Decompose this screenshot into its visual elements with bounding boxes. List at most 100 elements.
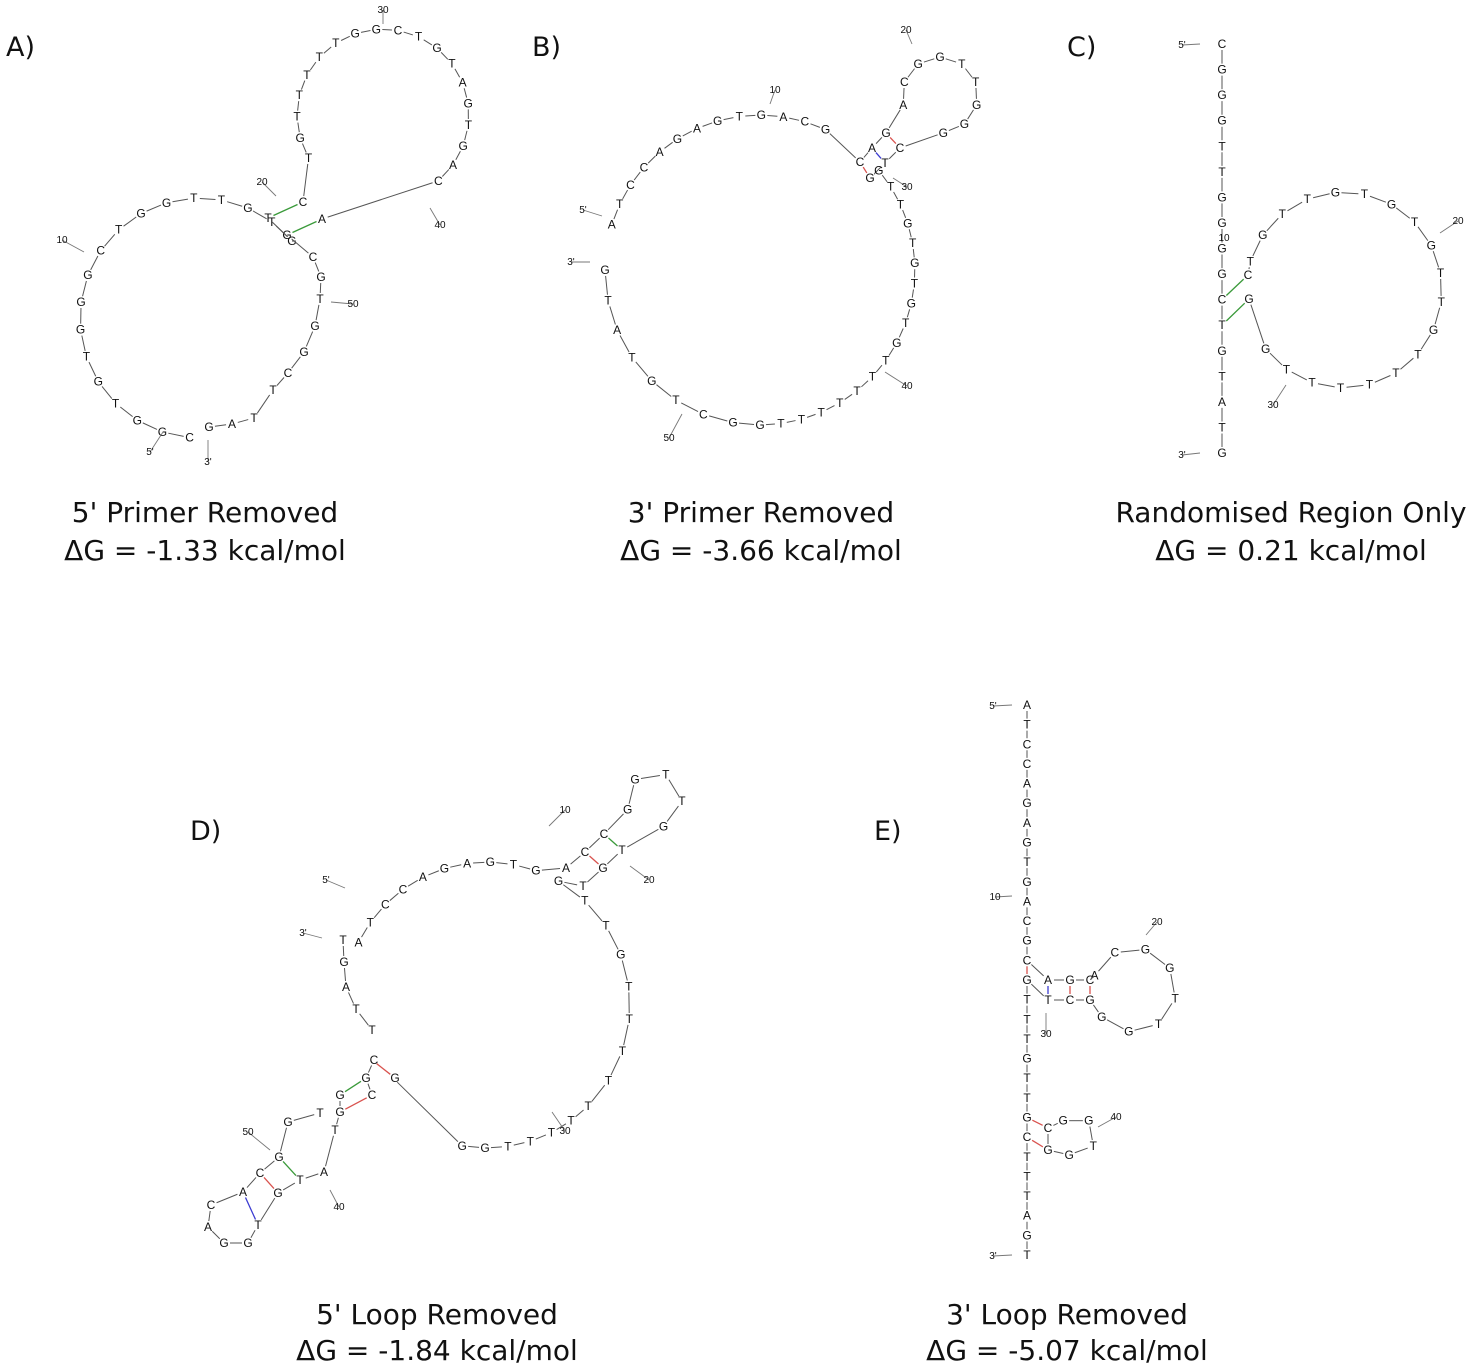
panel-b-backbone [965, 68, 973, 78]
panel-b-backbone [789, 117, 800, 121]
panel-d-energy: ΔG = -1.84 kcal/mol [296, 1334, 578, 1367]
panel-a-num-label: 10 [56, 235, 68, 246]
panel-c-energy: ΔG = 0.21 kcal/mol [1155, 534, 1427, 567]
panel-e-backbone [1120, 949, 1140, 953]
panel-b-nucleotide-down: T [897, 197, 905, 211]
panel-e-nucleotide-stem: T [1023, 718, 1031, 732]
panel-b-nucleotide-helix: G [865, 171, 874, 185]
panel-a-backbone [300, 80, 306, 90]
panel-d-base-pair [376, 1063, 391, 1075]
panel-a-backbone [227, 201, 243, 207]
panel-d-backbone [396, 1081, 459, 1142]
panel-b-nucleotide-arc: T [736, 109, 744, 123]
panel-d-backbone [325, 1135, 334, 1167]
panel-e-base-pair [1031, 1139, 1044, 1148]
panel-c-nucleotide-stem: G [1217, 63, 1226, 77]
panel-d-backbone [246, 1177, 257, 1188]
panel-a-nucleotide-loop1: G [83, 268, 92, 282]
panel-d-nucleotide-hairpin2: G [274, 1150, 283, 1164]
panel-e-nucleotide-stem: A [1023, 816, 1031, 830]
panel-d-nucleotide-right: T [605, 1074, 613, 1088]
panel-d-nucleotide-hairpin2: C [256, 1166, 265, 1180]
panel-b-backbone [881, 174, 888, 183]
panel-c-caption: Randomised Region Only [1115, 496, 1466, 529]
panel-a-backbone [276, 377, 285, 386]
panel-b-nucleotide-down: G [907, 297, 916, 311]
panel-d-backbone [570, 855, 581, 865]
panel-a-num-label: 20 [256, 177, 268, 188]
panel-a-backbone [90, 255, 99, 271]
panel-b-energy: ΔG = -3.66 kcal/mol [620, 534, 902, 567]
panel-c-backbone [1252, 240, 1261, 257]
panel-d-nucleotide-right: T [602, 919, 610, 933]
panel-c-nucleotide-loop: G [1387, 197, 1396, 211]
panel-d-nucleotide-hairpin1: C [600, 827, 609, 841]
panel-e-nucleotide-stem: T [1023, 1032, 1031, 1046]
panel-d-nucleotide-hairpin2: A [320, 1165, 328, 1179]
panel-b-backbone [613, 209, 619, 220]
panel-d-nucleotide-right: G [616, 948, 625, 962]
panel-b-backbone [605, 275, 608, 295]
panel-a-backbone [172, 198, 189, 203]
panel-c-backbone [1369, 195, 1387, 203]
panel-b-nucleotide-down: T [909, 236, 917, 250]
panel-d-num-tick [329, 1189, 340, 1208]
panel-a-backbone [142, 422, 158, 430]
panel-a-backbone [104, 233, 116, 247]
panel-a-nucleotide-loop1: C [185, 431, 194, 445]
panel-a-nucleotide-loop2: A [459, 75, 467, 89]
panel-a-num-label: 40 [434, 220, 446, 231]
panel-b-nucleotide-bottom: G [755, 418, 764, 432]
panel-d-backbone [513, 1142, 525, 1146]
panel-a-backbone [252, 210, 267, 220]
panel-a-nucleotide-loop2: A [449, 158, 457, 172]
panel-e-nucleotide-stem: A [1023, 698, 1031, 712]
panel-a-energy: ΔG = -1.33 kcal/mol [64, 534, 346, 567]
panel-d-nucleotide-arc: C [399, 882, 408, 896]
panel-a-backbone [403, 31, 414, 36]
panel-d-nucleotide-hairpin2: T [331, 1123, 339, 1137]
panel-a-nucleotide-loop2: T [316, 50, 324, 64]
panel-e-backbone [1031, 964, 1044, 977]
panel-e-nucleotide-stem: C [1023, 1130, 1032, 1144]
panel-c-backbone [1317, 383, 1335, 388]
panel-b-backbone [873, 166, 882, 175]
panel-c-nucleotide-stem: C [1218, 37, 1227, 51]
panel-b-backbone [622, 189, 629, 200]
panel-c-nucleotide-loop: G [1258, 228, 1267, 242]
panel-b-nucleotide-hairpin: A [899, 98, 907, 112]
panel-a-nucleotide-loop2: G [295, 131, 304, 145]
panel-d-backbone [216, 1193, 238, 1204]
panel-c-nucleotide-stem: T [1218, 139, 1226, 153]
panel-a-backbone [454, 68, 461, 78]
panel-d-backbone [587, 871, 599, 883]
panel-d-nucleotide-hairpin2: C [370, 1053, 379, 1067]
panel-b-backbone [893, 191, 899, 200]
panel-c-nucleotide-loop: T [1392, 366, 1400, 380]
panel-b-nucleotide-helix: G [881, 126, 890, 140]
panel-d-nucleotide-hairpin2: G [243, 1236, 252, 1250]
panel-b-nucleotide-arc: G [713, 114, 722, 128]
panel-e-nucleotide-stem: T [1023, 1150, 1031, 1164]
panel-c-nucleotide-loop: T [1414, 347, 1422, 361]
panel-e-end5-label: 5' [989, 701, 997, 712]
panel-e-backbone [1149, 952, 1166, 965]
panel-a-end3-label: 3' [204, 457, 212, 468]
panel-b-backbone [863, 152, 869, 158]
panel-e-backbone [1089, 1126, 1093, 1141]
panel-a-nucleotide-loop1: G [76, 323, 85, 337]
panel-b-num-label: 40 [901, 381, 913, 392]
panel-d-nucleotide-hairpin1: T [579, 879, 587, 893]
panel-a-backbone [314, 262, 320, 272]
panel-c-nucleotide-loop: T [1411, 215, 1419, 229]
panel-a-nucleotide-loop2: C [434, 174, 443, 188]
panel-b-nucleotide-helix: A [868, 141, 876, 155]
panel-b-backbone [739, 422, 755, 425]
panel-c-backbone [1266, 217, 1279, 232]
panel-b-backbone [765, 423, 775, 426]
panel-a-num-label: 30 [377, 5, 389, 16]
panel-e-backbone [1170, 973, 1175, 993]
panel-a-backbone [315, 304, 320, 321]
panel-d-nucleotide-arc: A [419, 870, 427, 884]
panel-b-backbone [908, 229, 912, 238]
